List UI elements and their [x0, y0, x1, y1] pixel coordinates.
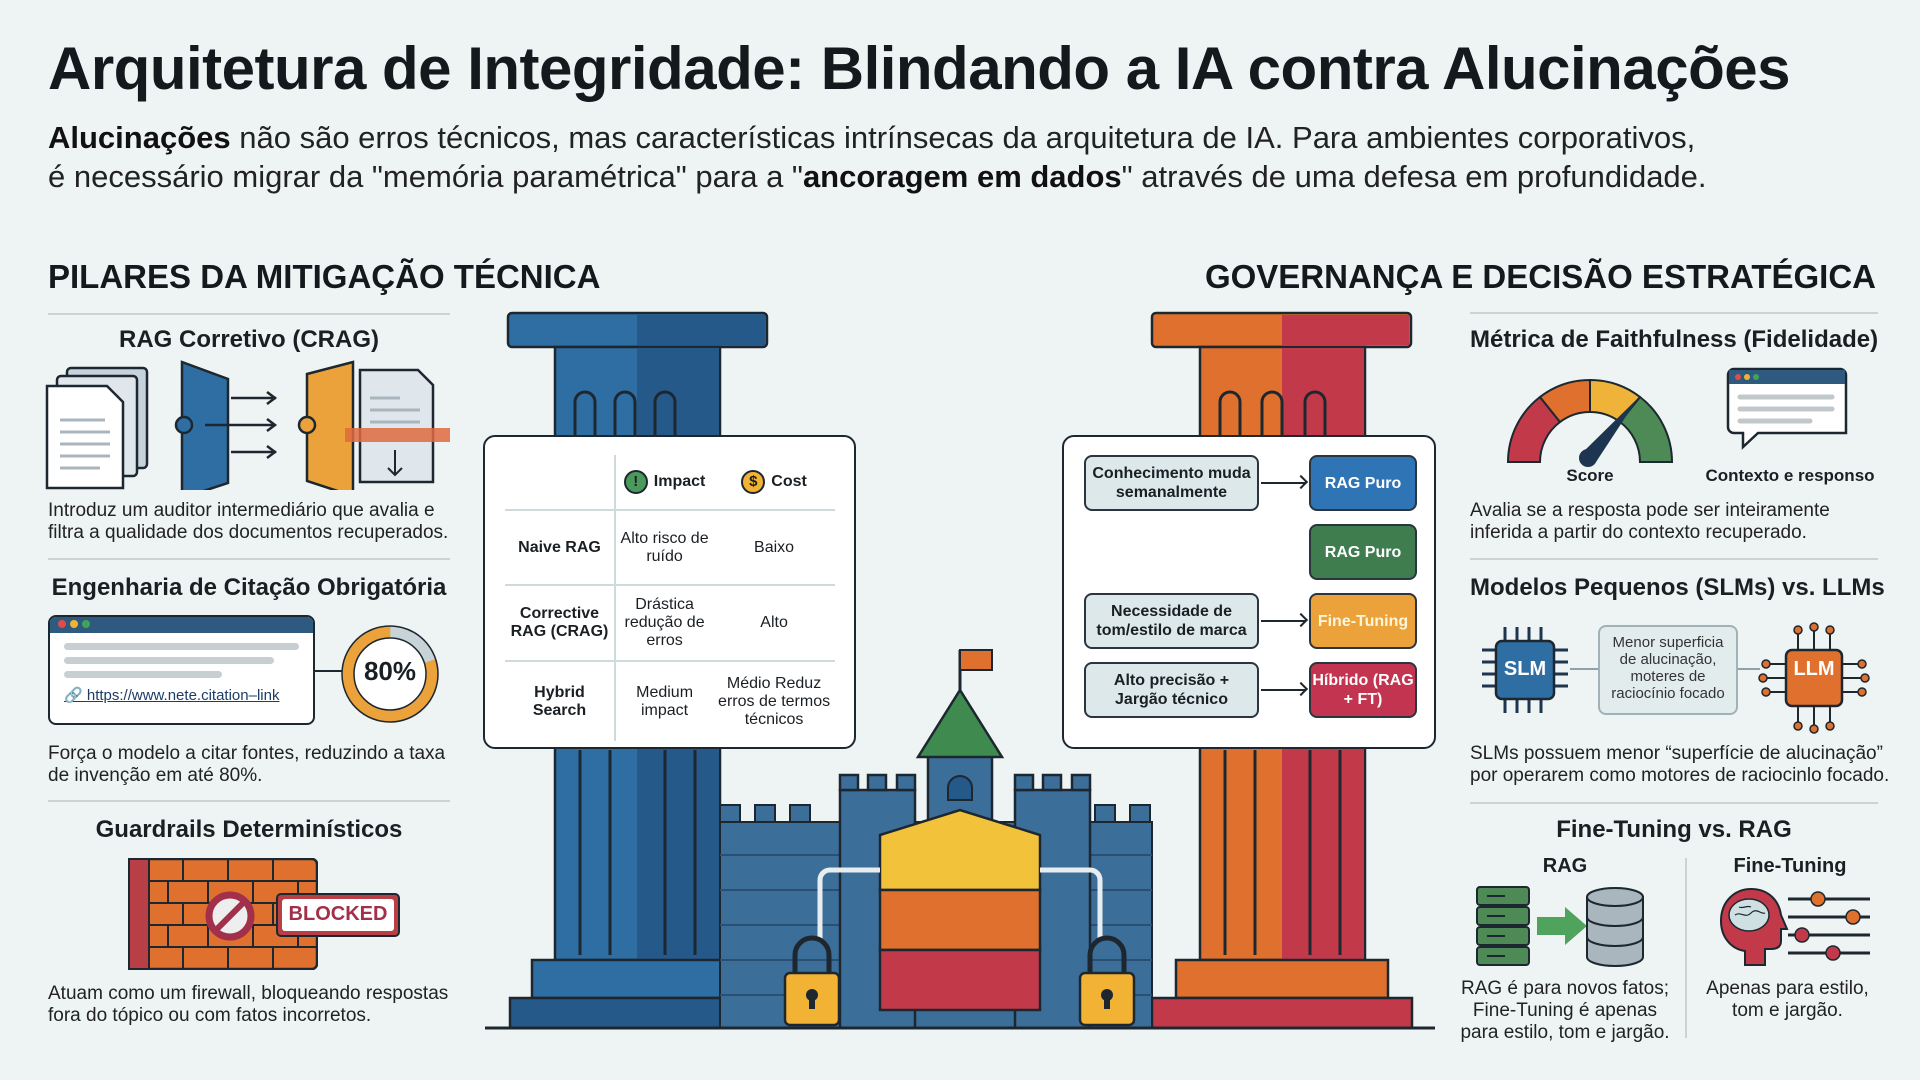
row-name: Naive RAG: [505, 510, 616, 586]
condition-box: Necessidade de tom/estilo de marca: [1084, 593, 1259, 649]
ft-heading: Fine-Tuning: [1733, 855, 1847, 877]
window-dots: [50, 617, 313, 633]
col-label: Impact: [653, 473, 706, 491]
result-box: Híbrido (RAG + FT): [1309, 662, 1417, 718]
guardrails-desc: Atuam como um firewall, bloqueando respo…: [48, 983, 449, 1026]
gauge-icon: [1506, 378, 1674, 467]
citation-desc: Força o modelo a citar fontes, reduzindo…: [48, 743, 446, 786]
lock-icon: [1078, 935, 1136, 1027]
divider: [48, 800, 450, 802]
crag-desc: Introduz um auditor intermediário que av…: [48, 500, 449, 543]
brain-sliders-icon: [1719, 887, 1870, 966]
ft-rag-title: Fine-Tuning vs. RAG: [1556, 816, 1792, 843]
chat-window-icon: [1726, 367, 1848, 450]
connector: [315, 670, 345, 672]
row-impact: Alto risco de ruído: [615, 510, 714, 586]
condition-box: Alto precisão + Jargão técnico: [1084, 662, 1259, 718]
divider: [48, 313, 450, 315]
arrow-left-icon: [1570, 668, 1598, 670]
faithfulness-title: Métrica de Faithfulness (Fidelidade): [1470, 326, 1879, 353]
percent-donut: [341, 625, 439, 723]
ft-desc: Apenas para estilo, tom e jargão.: [1706, 978, 1869, 1021]
row-name: Corrective RAG (CRAG): [505, 585, 616, 662]
rag-heading: RAG: [1542, 855, 1588, 877]
result-box: Fine-Tuning: [1309, 593, 1417, 649]
page-title: Arquitetura de Integridade: Blindando a …: [48, 35, 1790, 102]
slm-note: Menor superficia de alucinação, moteres …: [1598, 625, 1738, 715]
col-impact: ! Impact: [615, 455, 714, 511]
divider: [1470, 312, 1878, 314]
crag-title: RAG Corretivo (CRAG): [118, 326, 379, 353]
condition-box: Conhecimento muda semanalmente: [1084, 455, 1259, 511]
intro-part: é necessário migrar da "memória paramétr…: [48, 159, 803, 194]
intro-part: não são erros técnicos, mas característi…: [230, 120, 1696, 155]
table-header-row: ! Impact $ Cost: [505, 455, 835, 511]
intro-bold: Alucinações: [48, 120, 231, 155]
llm-label: LLM: [1793, 658, 1835, 680]
browser-window: 🔗 https://www.nete.citation–link: [48, 615, 315, 725]
result-box: RAG Puro: [1309, 455, 1417, 511]
row-cost: Alto: [713, 585, 835, 662]
right-pillar: [1150, 311, 1414, 1030]
faithfulness-desc: Avalia se a resposta pode ser inteiramen…: [1470, 500, 1830, 543]
exclamation-icon: !: [623, 470, 648, 494]
table-row: Hybrid Search Medium impact Médio Reduz er…: [505, 661, 835, 741]
blocked-label: BLOCKED: [282, 899, 394, 931]
arrow-icon: [1261, 689, 1306, 691]
slm-title: Modelos Pequenos (SLMs) vs. LLMs: [1470, 574, 1885, 601]
divider: [48, 558, 450, 560]
divider: [1685, 858, 1687, 1038]
arrow-icon: [1261, 620, 1306, 622]
decision-flow: Conhecimento muda semanalmente RAG Puro …: [1062, 435, 1436, 749]
left-pillar: [506, 311, 769, 1030]
intro-bold: ancoragem em dados: [802, 159, 1122, 194]
divider: [1470, 558, 1878, 560]
slm-label: SLM: [1503, 658, 1547, 680]
divider: [1470, 802, 1878, 804]
connector: [1738, 668, 1760, 670]
col-cost: $ Cost: [713, 455, 835, 511]
percent-value: 80%: [363, 656, 417, 686]
lock-icon: [783, 935, 841, 1027]
row-name: Hybrid Search: [505, 661, 616, 741]
intro-text: Alucinações não são erros técnicos, mas …: [48, 118, 1868, 196]
citation-link-text: https://www.nete.citation–link: [86, 687, 280, 704]
row-cost: Médio Reduz erros de termos técnicos: [718, 674, 831, 728]
citation-title: Engenharia de Citação Obrigatória: [51, 574, 447, 601]
context-label: Contexto e responso: [1705, 466, 1875, 485]
row-cost: Baixo: [713, 510, 835, 586]
row-impact: Medium impact: [636, 683, 694, 719]
slm-chip-icon: [1482, 627, 1568, 713]
rag-desc: RAG é para novos fatos; Fine-Tuning é ap…: [1460, 978, 1670, 1043]
result-box: RAG Puro: [1309, 524, 1417, 580]
score-label: Score: [1566, 466, 1614, 485]
table-row: Corrective RAG (CRAG)Drástica redução de…: [505, 585, 835, 662]
col-label: Cost: [771, 473, 807, 491]
citation-link[interactable]: 🔗 https://www.nete.citation–link: [64, 686, 299, 704]
right-heading: GOVERNANÇA E DECISÃO ESTRATÉGICA: [1204, 258, 1876, 295]
blocked-badge: BLOCKED: [276, 893, 400, 937]
crag-pipeline-icon: [45, 360, 450, 490]
slm-desc: SLMs possuem menor “superfície de alucin…: [1470, 743, 1890, 786]
arrow-icon: [1261, 482, 1306, 484]
server-to-database-icon: [1476, 886, 1644, 967]
llm-chip-icon: [1758, 622, 1870, 734]
link-icon: 🔗: [64, 687, 87, 704]
intro-part: " através de uma defesa em profundidade.: [1121, 159, 1707, 194]
guardrails-title: Guardrails Determinísticos: [95, 816, 403, 843]
row-impact: Drástica redução de erros: [615, 585, 714, 662]
left-heading: PILARES DA MITIGAÇÃO TÉCNICA: [48, 258, 601, 295]
dollar-icon: $: [741, 470, 766, 494]
